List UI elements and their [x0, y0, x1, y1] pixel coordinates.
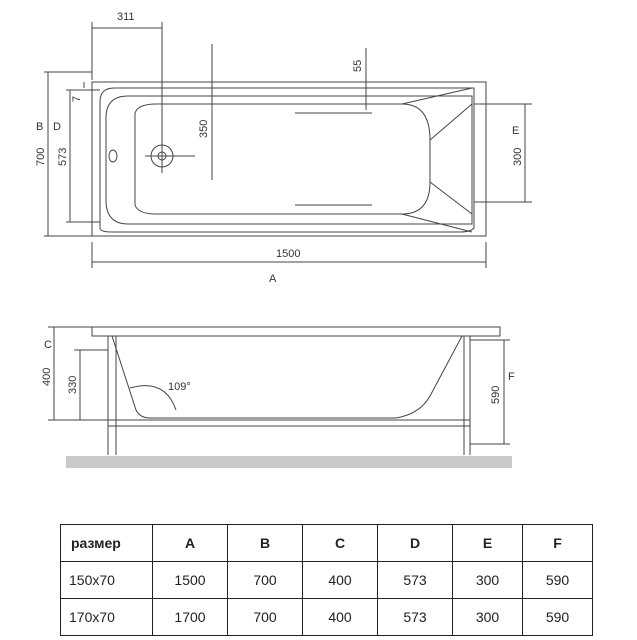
side-rim: [91, 326, 501, 337]
side-frame: [107, 336, 471, 455]
table-header: A: [152, 524, 228, 562]
table-cell: 590: [522, 561, 593, 599]
dim-573-label: 573: [57, 148, 69, 166]
dim-line-330: [74, 349, 108, 420]
label-f: F: [508, 371, 515, 383]
table-header: C: [302, 524, 378, 562]
dim-700-label: 700: [35, 148, 47, 166]
table-cell: 700: [227, 598, 303, 636]
dim-350-label: 350: [198, 120, 210, 138]
dim-311-label: 311: [117, 11, 135, 23]
label-e: E: [512, 125, 519, 137]
dim-1500-label: 1500: [276, 248, 300, 260]
dim-line-1500: [91, 242, 487, 268]
dim-line-55: [211, 44, 367, 180]
table-cell: 170x70: [60, 598, 153, 636]
table-cell: 700: [227, 561, 303, 599]
table-cell: 1700: [152, 598, 228, 636]
dim-line-573: [66, 89, 100, 223]
table-cell: 400: [302, 598, 378, 636]
table-cell: 400: [302, 561, 378, 599]
label-d: D: [53, 121, 61, 133]
dim-line-700: [44, 71, 92, 237]
dim-7-label: 7: [71, 96, 83, 102]
table-header-row: размер A B C D E F: [60, 524, 593, 562]
label-c: C: [44, 339, 52, 351]
table-header: размер: [60, 524, 153, 562]
dim-line-300: [474, 103, 532, 203]
dim-line-311: [91, 22, 163, 140]
angle-arc: [129, 385, 177, 411]
side-basin: [111, 335, 463, 419]
dim-590-label: 590: [490, 386, 502, 404]
table-header: B: [227, 524, 303, 562]
tub-inner-rim: [99, 87, 475, 233]
dim-300-label: 300: [512, 148, 524, 166]
table-cell: 573: [377, 598, 453, 636]
label-a: A: [269, 273, 277, 285]
dim-55-label: 55: [352, 60, 364, 72]
table-row: 150x70 1500 700 400 573 300 590: [60, 561, 593, 599]
dimensions-table: размер A B C D E F 150x70 1500 700 400 5…: [60, 524, 593, 636]
table-cell: 150x70: [60, 561, 153, 599]
floor: [66, 456, 512, 468]
table-cell: 300: [452, 561, 523, 599]
backrest-lines: [401, 87, 473, 233]
tub-bottom: [134, 103, 431, 215]
table-cell: 590: [522, 598, 593, 636]
table-header: F: [522, 524, 593, 562]
tub-outer-rim: [91, 81, 487, 237]
bathtub-drawing: 311 55 350 7 700 573 300 1500 B D E A C …: [35, 11, 532, 468]
dim-330-label: 330: [67, 376, 79, 394]
label-b: B: [36, 121, 43, 133]
table-header: E: [452, 524, 523, 562]
table-cell: 573: [377, 561, 453, 599]
dim-line-590: [470, 339, 510, 445]
table-row: 170x70 1700 700 400 573 300 590: [60, 598, 593, 636]
table-header: D: [377, 524, 453, 562]
center-lines: [145, 112, 372, 206]
table-cell: 1500: [152, 561, 228, 599]
tub-basin: [105, 95, 473, 225]
table-cell: 300: [452, 598, 523, 636]
dim-400-label: 400: [41, 368, 53, 386]
overflow-hole: [108, 149, 118, 163]
angle-label: 109°: [168, 381, 191, 393]
dim-line-400: [48, 326, 108, 421]
